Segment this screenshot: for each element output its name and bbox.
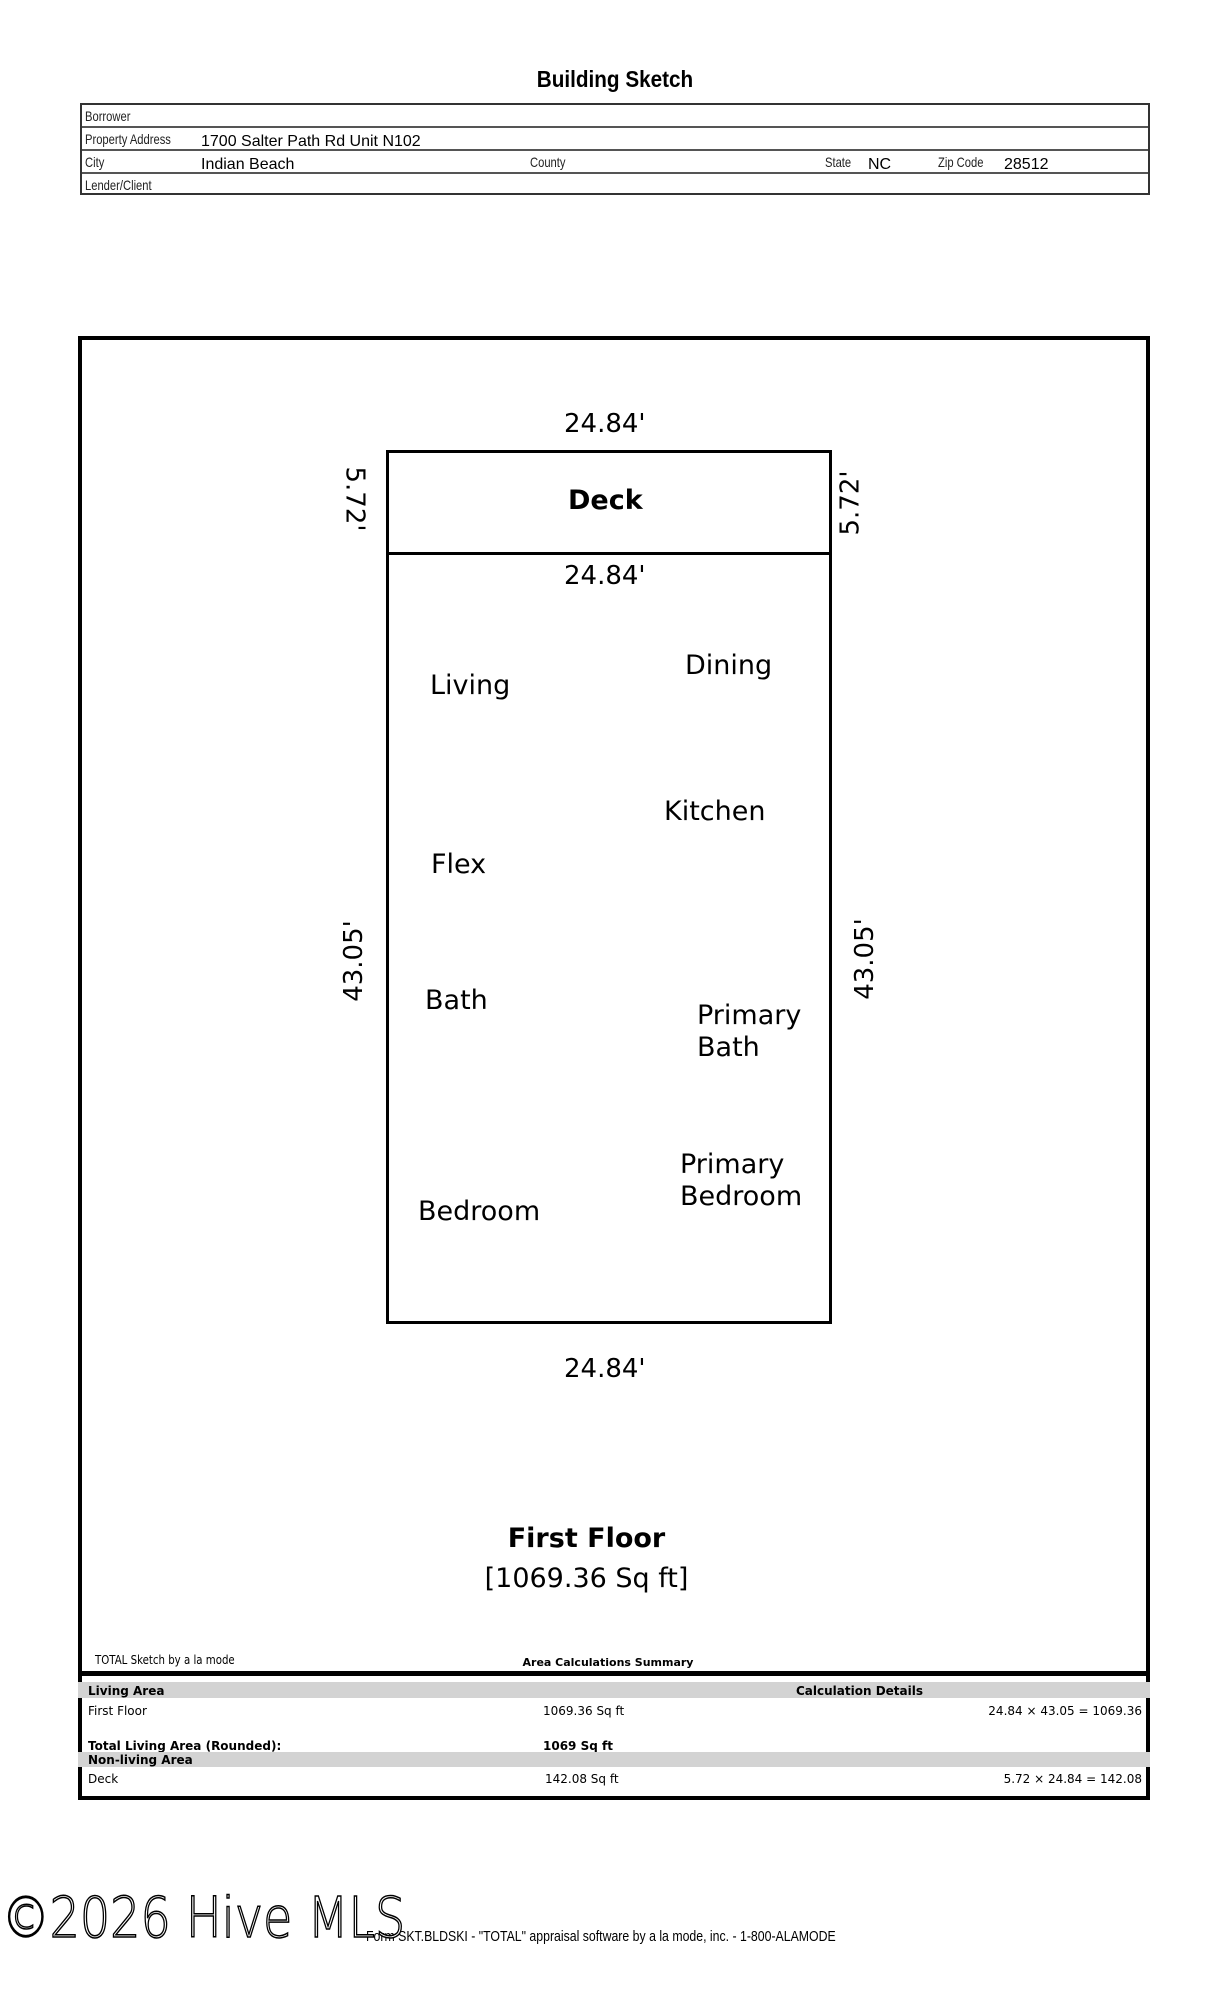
room-label-line: Primary: [697, 1000, 802, 1031]
county-label: County: [530, 154, 566, 170]
calc-details-header: Calculation Details: [796, 1684, 924, 1698]
total-living-label: Total Living Area (Rounded):: [88, 1739, 282, 1753]
city-value: Indian Beach: [201, 156, 295, 173]
sketch-credit: TOTAL Sketch by a la mode: [95, 1653, 235, 1667]
room-living: Living: [430, 670, 511, 701]
room-flex: Flex: [431, 849, 487, 880]
state-value: NC: [868, 156, 892, 173]
row-name: First Floor: [88, 1704, 147, 1718]
dim-bottom: 24.84': [564, 1354, 646, 1384]
page-title: Building Sketch: [536, 66, 694, 92]
property-info-table: Borrower Property Address 1700 Salter Pa…: [80, 103, 1150, 195]
city-label: City: [85, 154, 105, 170]
zip-label: Zip Code: [938, 154, 984, 170]
total-living-value: 1069 Sq ft: [543, 1739, 613, 1753]
living-area-header: Living Area: [88, 1684, 165, 1698]
borrower-label: Borrower: [85, 108, 131, 124]
sketch-frame: [78, 336, 1150, 1800]
address-label: Property Address: [85, 131, 171, 147]
living-header-bar: [78, 1682, 1150, 1698]
dim-mid: 24.84': [564, 561, 646, 591]
watermark: ©2026 Hive MLS: [1, 1885, 406, 1952]
row-calc: 24.84 × 43.05 = 1069.36: [988, 1704, 1142, 1718]
room-bath: Bath: [425, 985, 488, 1016]
row-area: 1069.36 Sq ft: [543, 1704, 625, 1718]
dim-deck-top: 24.84': [564, 409, 646, 439]
nonliving-header-bar: [78, 1752, 1150, 1767]
room-kitchen: Kitchen: [664, 796, 766, 827]
zip-value: 28512: [1004, 156, 1049, 173]
dim-deck-left: 5.72': [339, 466, 370, 532]
room-dining: Dining: [685, 650, 773, 681]
floor-name: First Floor: [507, 1523, 666, 1554]
room-label-line: Primary: [680, 1149, 785, 1180]
floor-area: [1069.36 Sq ft]: [484, 1563, 689, 1594]
row-area: 142.08 Sq ft: [545, 1772, 619, 1786]
form-footer: Form SKT.BLDSKI - "TOTAL" appraisal soft…: [366, 1928, 836, 1945]
dim-deck-right: 5.72': [835, 470, 866, 536]
room-label-line: Bath: [697, 1032, 760, 1063]
address-value: 1700 Salter Path Rd Unit N102: [201, 133, 421, 150]
nonliving-header: Non-living Area: [88, 1753, 193, 1767]
summary-title: Area Calculations Summary: [522, 1656, 694, 1669]
area-summary-table: Living Area Calculation Details First Fl…: [78, 1671, 1150, 1800]
row-name: Deck: [88, 1772, 119, 1786]
room-label-line: Bedroom: [680, 1181, 803, 1212]
first-floor-outline: [386, 552, 832, 1324]
room-bedroom: Bedroom: [418, 1196, 541, 1227]
dim-left: 43.05': [338, 920, 369, 1002]
deck-label: Deck: [568, 485, 643, 516]
lender-label: Lender/Client: [85, 177, 152, 193]
dim-right: 43.05': [849, 918, 880, 1000]
state-label: State: [825, 154, 852, 170]
row-calc: 5.72 × 24.84 = 142.08: [1003, 1772, 1142, 1786]
